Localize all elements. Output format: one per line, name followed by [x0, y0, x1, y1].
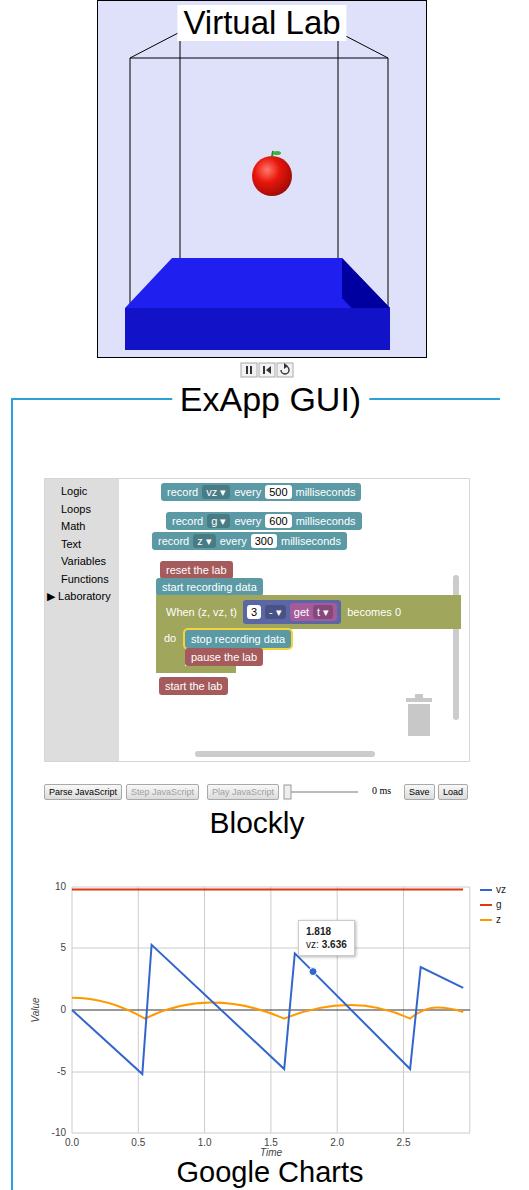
scrollbar	[195, 751, 375, 757]
node-text: milliseconds	[281, 535, 341, 547]
variable-block: get t ▾	[290, 603, 337, 621]
node-text: record	[158, 535, 189, 547]
node-text: - ▾	[265, 605, 286, 619]
axis-tick: 10	[36, 881, 66, 893]
node-text: every	[220, 535, 247, 547]
node-text: Google Charts	[20, 1158, 520, 1187]
record-block: record g ▾ every 600 milliseconds	[166, 512, 362, 530]
node-text: every	[234, 515, 261, 527]
node-text: record	[172, 515, 203, 527]
lab-floor	[125, 258, 390, 350]
node-text: Play JavaScript	[212, 787, 274, 797]
record-block: record vz ▾ every 500 milliseconds	[161, 483, 361, 501]
legend-text: z	[496, 914, 501, 926]
focus-point	[309, 968, 317, 976]
axis-tick: 2.0	[322, 1137, 352, 1149]
axis-title: Value	[30, 990, 42, 1030]
node-text: record	[167, 486, 198, 498]
record-block: stop recording data	[185, 630, 291, 648]
legend-swatch	[480, 889, 492, 891]
button: Save	[404, 784, 435, 800]
button: Step JavaScript	[126, 784, 199, 800]
axis-tick: -10	[36, 1127, 66, 1139]
node-text: start the lab	[165, 680, 222, 692]
node-text: Virtual Lab	[177, 5, 346, 41]
node-text: Loops	[45, 501, 119, 519]
z-series	[72, 998, 463, 1019]
blockly-workspace: BlocklyLogicLoopsMathTextVariablesFuncti…	[44, 478, 470, 762]
node-text: every	[234, 486, 261, 498]
node-text: vz:	[306, 939, 319, 950]
node-text: becomes 0	[347, 600, 401, 624]
node-text: milliseconds	[296, 515, 356, 527]
node-text: Load	[443, 787, 463, 797]
node-text: Step JavaScript	[131, 787, 194, 797]
node-text: g ▾	[207, 514, 230, 528]
node-text: milliseconds	[296, 486, 356, 498]
legend-text: g	[496, 899, 502, 911]
lab-panel: Virtual Lab	[97, 0, 427, 358]
node-text: Math	[45, 518, 119, 536]
node-text: ▶ Laboratory	[45, 588, 119, 606]
axis-tick: 2.5	[389, 1137, 419, 1149]
button: Load	[438, 784, 468, 800]
legend-text: vz	[496, 884, 506, 896]
node-text: start recording data	[162, 581, 257, 593]
record-block: start recording data	[156, 578, 263, 596]
app-frame: ExApp GUI)BlocklyLogicLoopsMathTextVaria…	[12, 380, 529, 1190]
apple	[252, 151, 292, 196]
node-text: get	[294, 606, 309, 618]
zero-axis	[72, 1010, 470, 1011]
axis-tick: 5	[36, 942, 66, 954]
chart-tooltip: 1.818vz:3.636	[298, 920, 355, 956]
node-text: stop recording data	[191, 633, 285, 645]
slider	[284, 785, 358, 799]
node-text: Text	[45, 536, 119, 554]
lab-background	[97, 0, 427, 358]
node-text: Parse JavaScript	[49, 787, 117, 797]
node-text: When (z, vz, t)	[166, 600, 237, 624]
node-text: do	[164, 631, 176, 645]
toolbox-menu: LogicLoopsMathTextVariablesFunctions▶ La…	[45, 479, 119, 761]
button: Parse JavaScript	[44, 784, 122, 800]
node-text: 3	[247, 605, 261, 619]
node-text: Variables	[45, 553, 119, 571]
lab-block: pause the lab	[185, 648, 263, 666]
event-block: When (z, vz, t) 3 - ▾ get t ▾ becomes 0 do stop…	[156, 595, 461, 673]
node-text: 600	[265, 514, 291, 528]
legend-swatch	[480, 904, 492, 906]
node-text: pause the lab	[191, 651, 257, 663]
node-text: vz ▾	[202, 485, 230, 499]
axis-tick: -5	[36, 1066, 66, 1078]
node-text: ExApp GUI)	[172, 380, 369, 418]
node-text: z ▾	[193, 534, 216, 548]
axis-tick: 0.5	[123, 1137, 153, 1149]
node-text: 3.636	[322, 939, 347, 950]
slider-value: 0 ms	[372, 785, 402, 797]
node-text: Blockly	[45, 807, 469, 839]
vz-series	[72, 945, 463, 1074]
axis-tick: 0.0	[57, 1137, 87, 1149]
legend-swatch	[480, 919, 492, 921]
node-text: 1.818	[306, 925, 347, 938]
node-text: reset the lab	[166, 564, 227, 576]
g-series	[72, 889, 463, 891]
lab-block: start the lab	[159, 677, 228, 695]
node-text: Save	[409, 787, 430, 797]
trash-can	[406, 694, 432, 736]
node-text: 300	[251, 534, 277, 548]
math-block: 3 - ▾ get t ▾	[243, 600, 341, 624]
app-frame-line	[12, 398, 500, 1190]
node-text: t ▾	[313, 605, 333, 619]
axis-tick: 1.0	[190, 1137, 220, 1149]
chart-gridlines	[72, 887, 470, 1133]
button: Play JavaScript	[207, 784, 279, 800]
record-block: record z ▾ every 300 milliseconds	[152, 532, 347, 550]
lab-block: reset the lab	[160, 561, 233, 579]
axis-title: Time	[251, 1147, 291, 1159]
lab-controls	[241, 363, 293, 377]
node-text: 500	[265, 485, 291, 499]
node-text: Logic	[45, 483, 119, 501]
node-text: Functions	[45, 571, 119, 589]
